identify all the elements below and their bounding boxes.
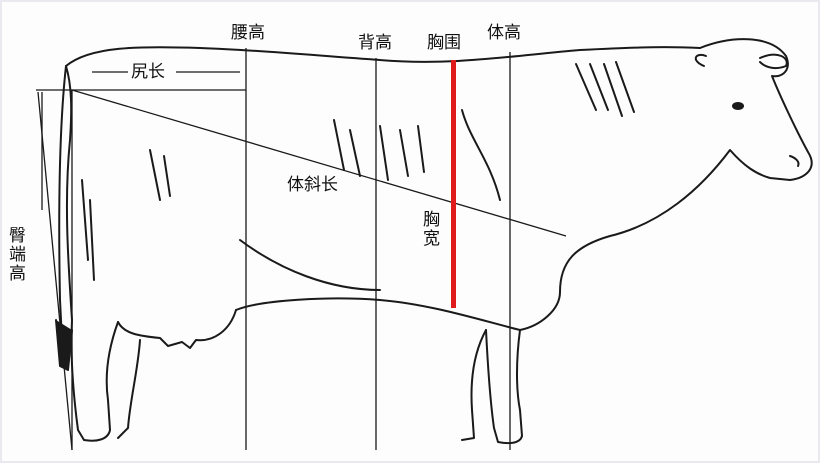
cow-udder-outline	[117, 309, 237, 349]
cow-belly-outline	[235, 297, 521, 331]
label-xiong-kuan: 胸宽	[419, 210, 439, 248]
label-tun-duan-gao: 臀端高	[5, 226, 25, 283]
cow-ear	[759, 53, 788, 70]
cow-back-outline	[65, 46, 701, 67]
cow-eye	[732, 102, 744, 110]
cow-front-leg-inner	[461, 329, 487, 441]
cow-tail	[58, 65, 67, 341]
cow-front-leg-outline	[485, 329, 523, 445]
cow-nostril	[789, 155, 800, 167]
label-bei-gao: 背高	[358, 33, 392, 53]
cow-horn	[694, 54, 707, 67]
label-yao-gao: 腰高	[231, 23, 265, 43]
diagonal-line-ti-xie-chang	[71, 89, 567, 237]
label-ti-xie-chang: 体斜长	[287, 175, 338, 195]
label-ti-gao: 体高	[487, 23, 521, 43]
chest-girth-marker	[451, 60, 456, 308]
cow-head-outline	[519, 38, 813, 331]
label-kao-chang: 尻长	[131, 62, 165, 82]
label-xiong-wei: 胸围	[427, 33, 461, 53]
line-tun-duan-gao-diagonal	[37, 91, 73, 451]
cow-shading-strokes	[81, 61, 635, 291]
cow-rear-leg-inner	[117, 339, 141, 439]
